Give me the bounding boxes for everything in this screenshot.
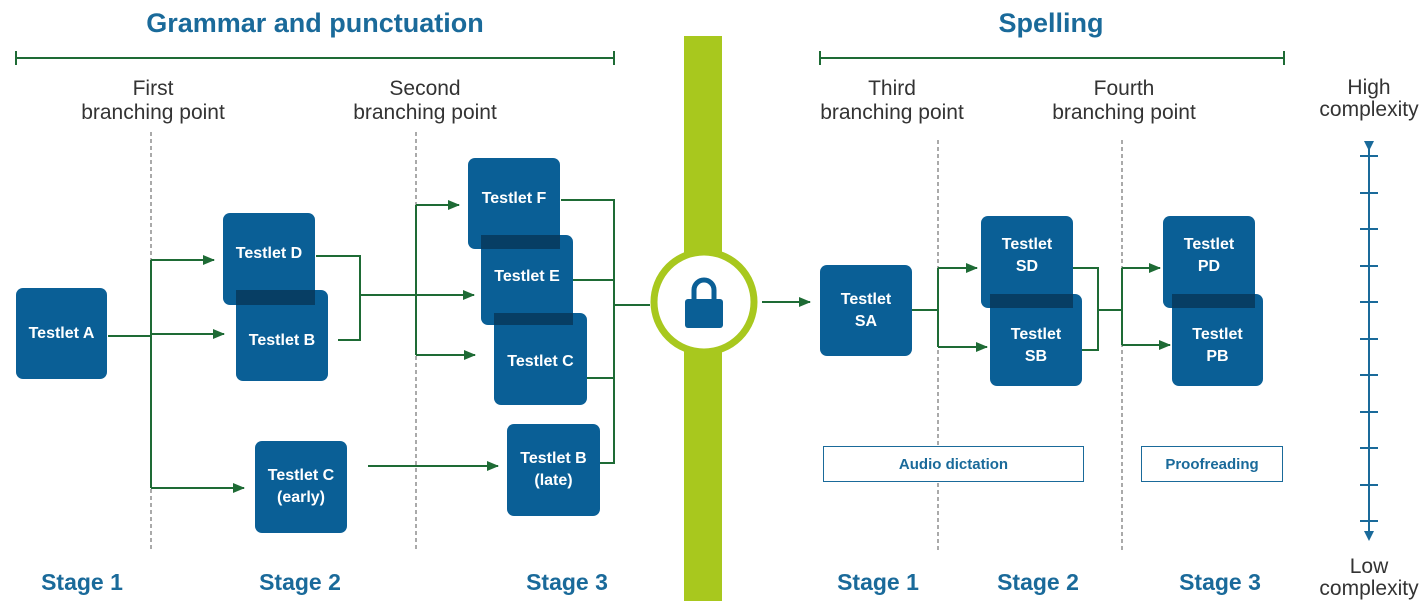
grammar-stage-3: Stage 3 (526, 569, 608, 595)
spelling-title: Spelling (998, 8, 1104, 38)
lock-icon (685, 277, 723, 328)
audio-dictation-label: Audio dictation (823, 446, 1084, 482)
spelling-stage-3: Stage 3 (1179, 569, 1261, 595)
proofreading-label: Proofreading (1141, 446, 1283, 482)
testlet-e: Testlet E (481, 235, 573, 325)
grammar-stage-2: Stage 2 (259, 569, 341, 595)
testlet-d: Testlet D (223, 213, 315, 305)
grammar-stage-1: Stage 1 (41, 569, 123, 595)
spelling-stage-1: Stage 1 (837, 569, 919, 595)
testlet-pd-pb-overlap (1172, 294, 1255, 308)
testlet-f-e-overlap (481, 235, 560, 249)
testlet-c-early: Testlet C(early) (255, 441, 347, 533)
grammar-title: Grammar and punctuation (146, 8, 484, 38)
testlet-a: Testlet A (16, 288, 107, 379)
testlet-b-late: Testlet B(late) (507, 424, 600, 516)
testlet-b: Testlet B (236, 290, 328, 381)
testlet-e-c-overlap (494, 313, 573, 325)
testlet-f: Testlet F (468, 158, 560, 249)
testlet-d-b-overlap (236, 290, 315, 305)
spelling-stage-2: Stage 2 (997, 569, 1079, 595)
testlet-sd-sb-overlap (990, 294, 1073, 308)
testlet-c: Testlet C (494, 313, 587, 405)
